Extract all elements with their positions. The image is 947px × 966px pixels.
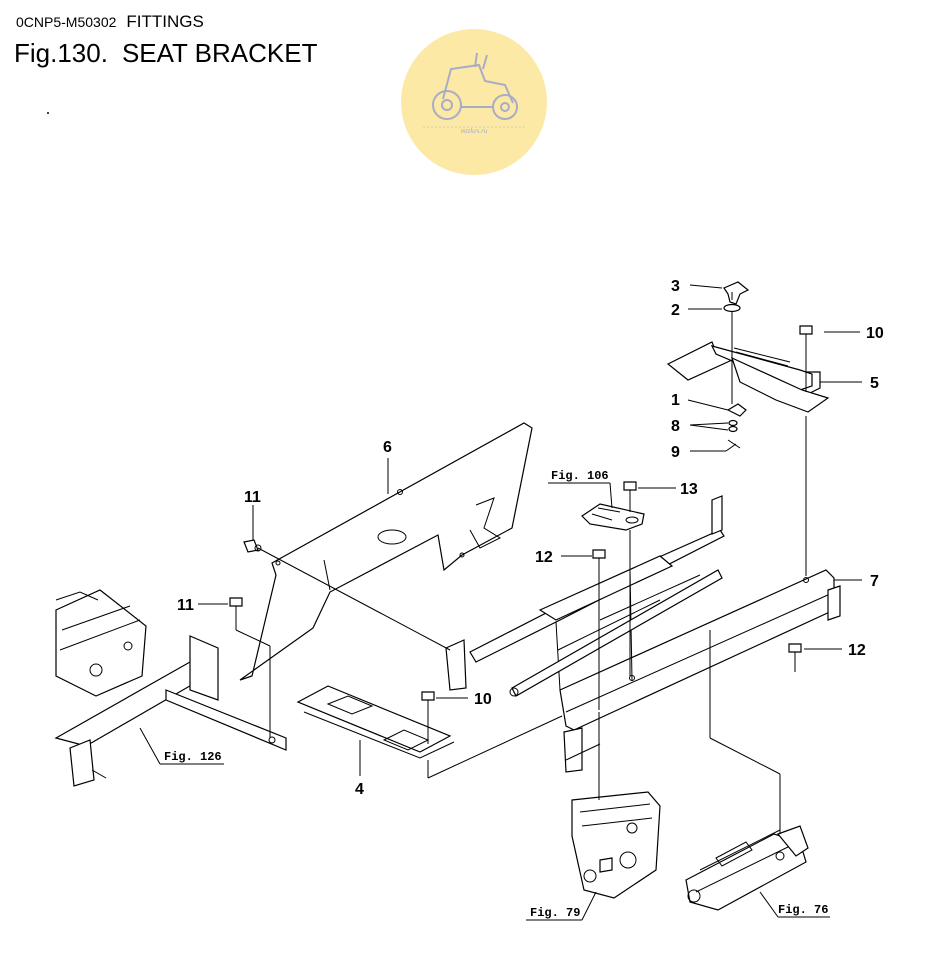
callout-3: 3 xyxy=(671,278,680,295)
figure-79-valve xyxy=(571,791,661,899)
ref-fig-106: Fig. 106 xyxy=(551,469,609,483)
bolt-11-left xyxy=(229,597,243,614)
document-code: 0CNP5-M50302 FITTINGS xyxy=(16,12,204,32)
callout-10-top: 10 xyxy=(866,325,884,342)
bolt-13 xyxy=(623,481,637,500)
callout-6: 6 xyxy=(383,439,392,456)
ref-fig-79: Fig. 79 xyxy=(530,906,580,920)
callout-13: 13 xyxy=(680,481,698,498)
callout-5: 5 xyxy=(870,375,879,392)
callout-11-top: 11 xyxy=(244,489,261,506)
bolt-11-top xyxy=(243,539,262,553)
bolt-10-top xyxy=(799,325,813,342)
bolt-10-bottom xyxy=(421,691,435,708)
part-4-plate xyxy=(296,685,455,759)
ref-fig-126: Fig. 126 xyxy=(164,750,222,764)
figure-title: Fig.130. SEAT BRACKET xyxy=(14,38,318,69)
figure-references: Fig. 106 Fig. 126 Fig. 79 Fig. 76 xyxy=(164,469,828,920)
callout-12-left: 12 xyxy=(535,549,553,566)
part-2-washer xyxy=(723,303,741,313)
bolt-12-left xyxy=(592,549,606,566)
part-code: 0CNP5-M50302 xyxy=(16,14,117,30)
figure-number: Fig.130. xyxy=(14,38,108,68)
part-3-knob xyxy=(723,281,750,305)
part-8-washers xyxy=(728,419,738,433)
tractor-icon xyxy=(432,52,518,120)
part-7-seat-frame xyxy=(445,495,841,773)
callout-leaders xyxy=(139,284,862,921)
callout-2: 2 xyxy=(671,302,680,319)
callout-12-right: 12 xyxy=(848,642,866,659)
stray-dot xyxy=(47,112,49,114)
section-name: FITTINGS xyxy=(126,12,204,31)
callout-7: 7 xyxy=(870,573,879,590)
figure-76-assembly xyxy=(685,825,809,911)
part-9-pin xyxy=(727,439,741,449)
watermark-logo: mtzkes.ru xyxy=(401,29,547,175)
callout-8: 8 xyxy=(671,418,680,435)
callout-1: 1 xyxy=(671,392,680,409)
callout-9: 9 xyxy=(671,444,680,461)
callout-10-bottom: 10 xyxy=(474,691,492,708)
figure-name: SEAT BRACKET xyxy=(121,38,318,68)
callout-4: 4 xyxy=(355,781,364,798)
callout-numbers: 3 2 10 5 1 8 9 6 11 11 13 12 7 12 10 4 xyxy=(177,278,884,798)
assembly-lines xyxy=(235,292,807,834)
part-1-nut xyxy=(726,403,747,417)
logo-caption: mtzkes.ru xyxy=(461,127,488,135)
part-5-upper-bracket xyxy=(666,341,830,413)
figure-126-frame xyxy=(54,589,287,787)
part-6-seat-plate xyxy=(239,422,533,681)
figure-106-part xyxy=(581,503,645,531)
callout-11-left: 11 xyxy=(177,597,194,614)
bolt-12-right xyxy=(788,643,802,660)
ref-fig-76: Fig. 76 xyxy=(778,903,828,917)
